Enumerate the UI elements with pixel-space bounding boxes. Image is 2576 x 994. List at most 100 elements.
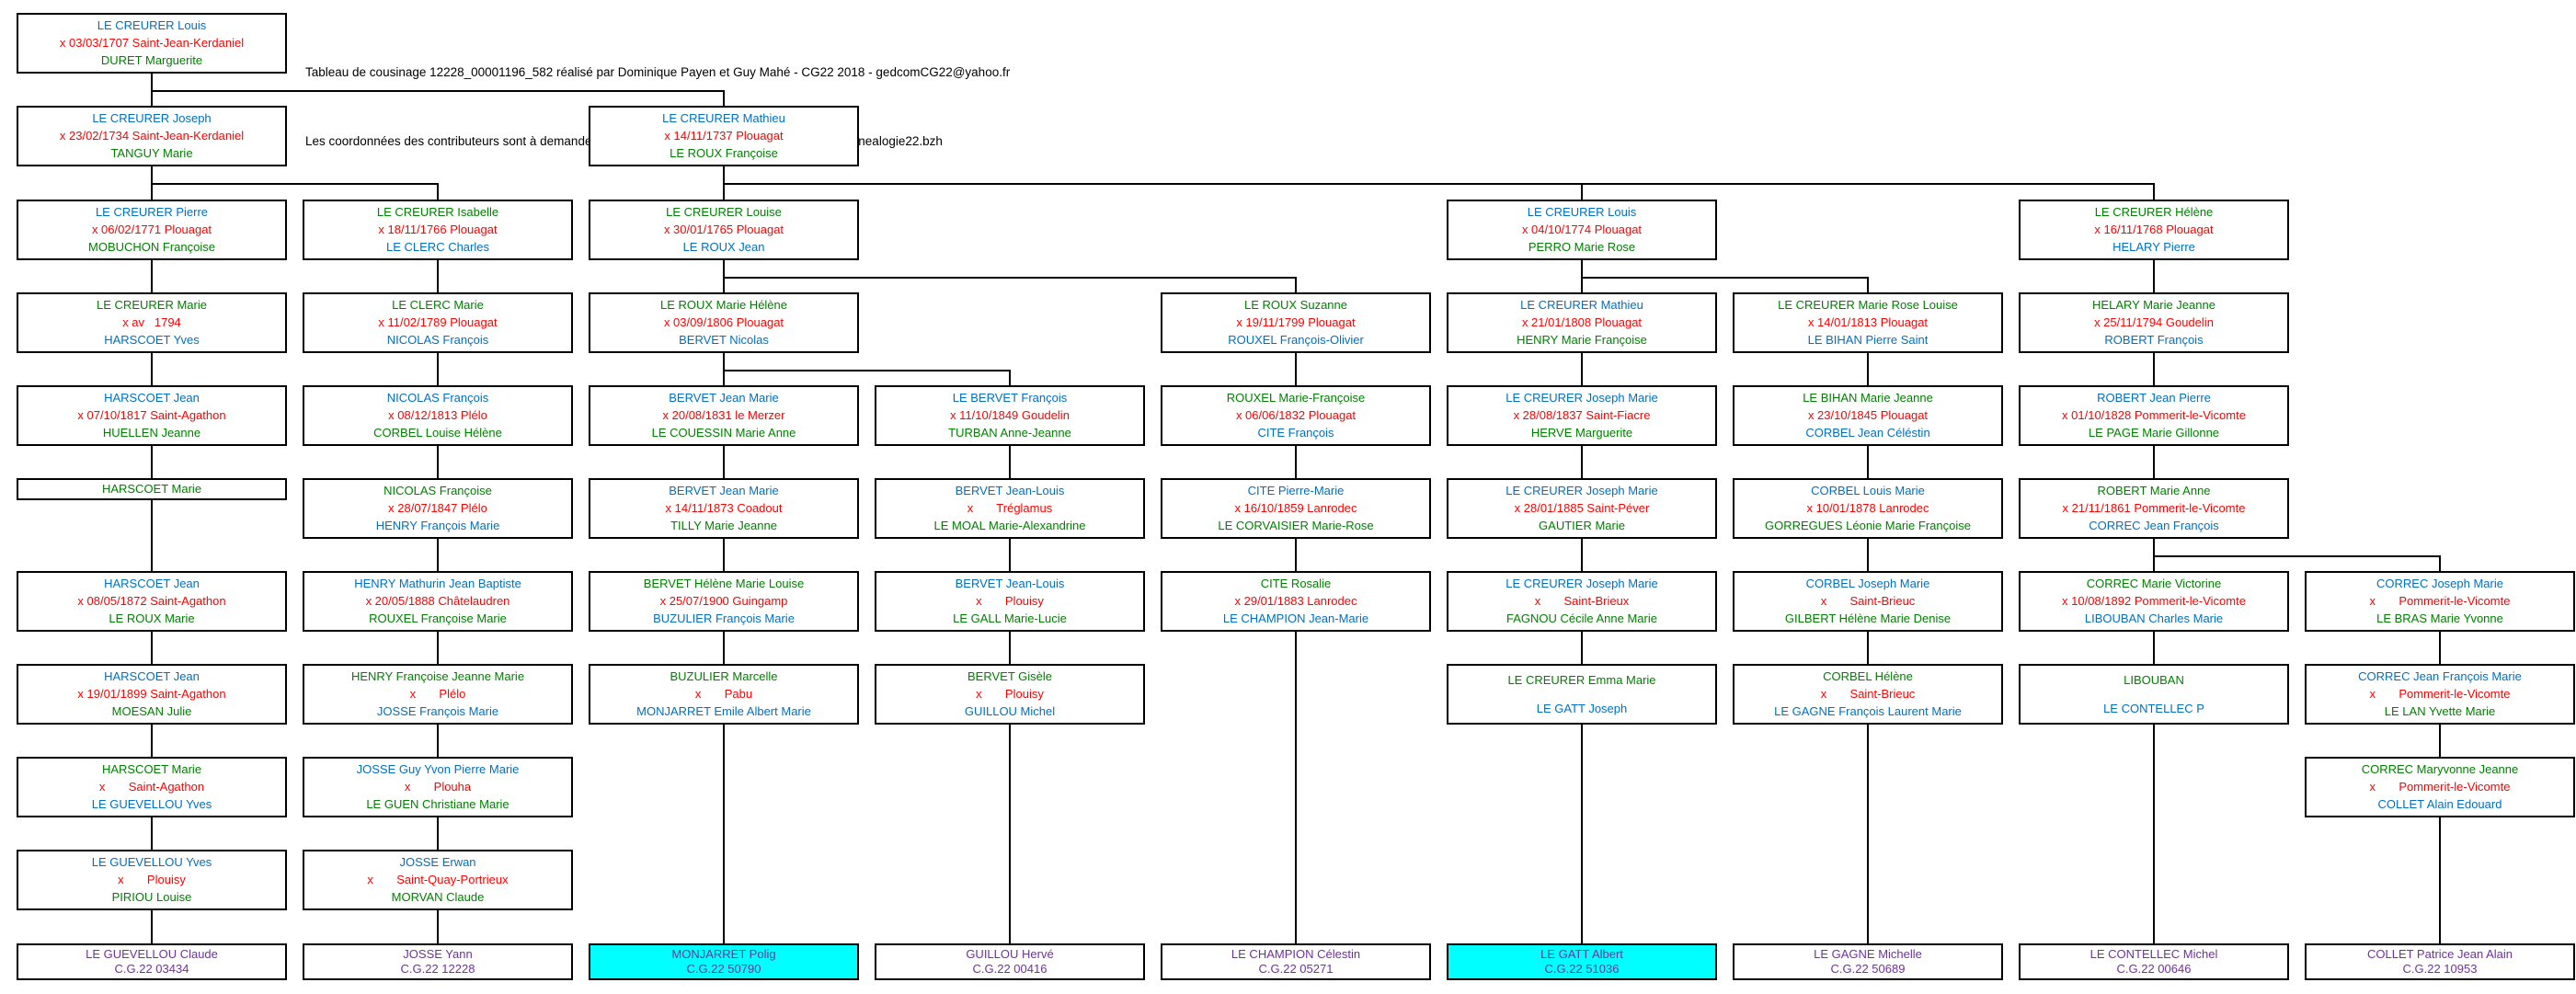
person-line: CORREC Jean François (2089, 519, 2219, 532)
person-line: CORREC Joseph Marie (2376, 577, 2503, 590)
person-line: x 25/07/1900 Guingamp (659, 594, 788, 608)
person-line: LE ROUX Jean (682, 240, 765, 254)
person-line: x 28/08/1837 Saint-Fiacre (1513, 408, 1651, 422)
person-line: LE MOAL Marie-Alexandrine (933, 519, 1086, 532)
person-line: JOSSE Guy Yvon Pierre Marie (356, 762, 520, 776)
person-line: GUILLOU Hervé (966, 946, 1054, 961)
connector-line (1581, 725, 1583, 943)
connector-line (437, 632, 439, 664)
person-line: LE COUESSIN Marie Anne (651, 426, 796, 440)
connector-line (723, 260, 725, 277)
person-line: C.G.22 12228 (400, 962, 475, 977)
person-line: LE ROUX Suzanne (1243, 298, 1347, 312)
connector-line (437, 910, 439, 943)
connector-line (1009, 725, 1011, 943)
person-line: ROUXEL Françoise Marie (369, 611, 507, 625)
connector-line (1009, 539, 1011, 571)
connector-line (151, 725, 153, 757)
person-line: HENRY Mathurin Jean Baptiste (354, 577, 521, 590)
person-line: HARSCOET Marie (101, 762, 202, 776)
person-line: LE CONTELLEC P (2103, 701, 2204, 715)
person-line: FAGNOU Cécile Anne Marie (1506, 611, 1657, 625)
person-line: C.G.22 05271 (1258, 962, 1334, 977)
person-line: LE BERVET François (952, 391, 1068, 405)
person-line: PIRIOU Louise (111, 890, 192, 904)
person-line: LE CREURER Marie (97, 298, 207, 312)
person-line: BERVET Jean Marie (669, 484, 779, 497)
person-line: HENRY Françoise Jeanne Marie (350, 669, 525, 683)
person-line: GUILLOU Michel (964, 704, 1056, 718)
person-line: LE GUEVELLOU Yves (91, 855, 212, 869)
connector-line (1867, 277, 1869, 292)
person-line: HUELLEN Jeanne (102, 426, 201, 440)
connector-line (1009, 446, 1011, 478)
connector-line (2153, 260, 2155, 292)
connector-line (723, 166, 725, 183)
person-line: x 07/10/1817 Saint-Agathon (77, 408, 226, 422)
person-line: NICOLAS François (386, 391, 489, 405)
connector-line (2153, 446, 2155, 478)
person-line: x 20/08/1831 le Merzer (662, 408, 785, 422)
person-line: LE CREURER Emma Marie (1507, 672, 1656, 687)
person-line: NICOLAS Françoise (384, 484, 492, 497)
person-line: LE CHAMPION Jean-Marie (1222, 611, 1369, 625)
person-line: CORREC Marie Victorine (2086, 577, 2222, 590)
connector-line (1295, 353, 1297, 385)
person-line: BERVET Nicolas (679, 333, 769, 347)
person-line: MONJARRET Emile Albert Marie (636, 704, 811, 718)
person-line: HARSCOET Marie (101, 482, 202, 496)
person-line: x 06/02/1771 Plouagat (91, 223, 212, 236)
person-line: PERRO Marie Rose (1528, 240, 1636, 254)
connector-line (2439, 632, 2441, 664)
person-line: CORBEL Jean Céléstin (1805, 426, 1930, 440)
person-line: x 21/01/1808 Plouagat (1521, 315, 1643, 329)
person-line: TURBAN Anne-Jeanne (948, 426, 1071, 440)
person-line: HARSCOET Jean (104, 391, 200, 405)
person-line: BUZULIER Marcelle (670, 669, 778, 683)
person-line: LE CREURER Marie Rose Louise (1778, 298, 1958, 312)
person-line: x 10/01/1878 Lanrodec (1806, 501, 1929, 515)
person-line: HELARY Pierre (2112, 240, 2195, 254)
connector-line (2153, 632, 2155, 664)
person-line: x Pommerit-le-Vicomte (2369, 687, 2511, 701)
connector-line (723, 277, 1297, 279)
person-line: MORVAN Claude (391, 890, 485, 904)
connector-line (1295, 446, 1297, 478)
connector-line (723, 370, 725, 385)
person-line: LE CORVAISIER Marie-Rose (1218, 519, 1374, 532)
person-line: x 14/11/1873 Coadout (665, 501, 783, 515)
person-line: GORREGUES Léonie Marie Françoise (1765, 519, 1971, 532)
person-line: x av 1794 (122, 315, 181, 329)
connector-line (2153, 555, 2441, 557)
person-line: x Tréglamus (967, 501, 1053, 515)
person-line: x 10/08/1892 Pommerit-le-Vicomte (2062, 594, 2246, 608)
connector-line (1295, 632, 1297, 943)
connector-line (1009, 370, 1011, 385)
header-line1: Tableau de cousinage 12228_00001196_582 … (305, 65, 1011, 79)
connector-line (723, 353, 725, 370)
connector-line (1295, 539, 1297, 571)
person-line: JOSSE François Marie (376, 704, 499, 718)
